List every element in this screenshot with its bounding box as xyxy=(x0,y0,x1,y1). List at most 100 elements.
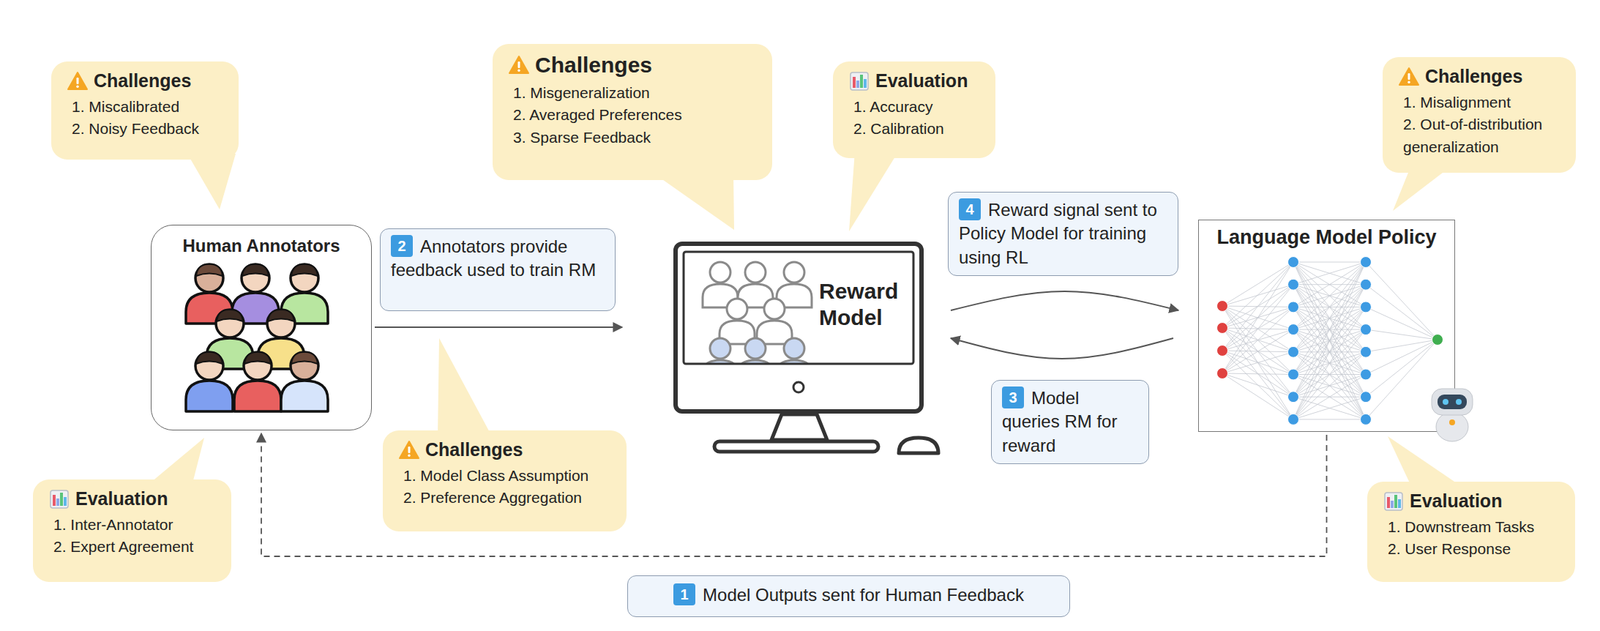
warning-mark xyxy=(518,61,521,69)
callout-tail xyxy=(1387,436,1461,487)
person-outline xyxy=(776,338,812,364)
list-item: 2. Preference Aggregation xyxy=(398,486,614,509)
list-item: 1. Miscalibrated xyxy=(67,95,226,118)
network-unit xyxy=(1217,345,1229,357)
chart-bar xyxy=(63,496,67,506)
chart-bar xyxy=(60,492,63,506)
callout-tails xyxy=(146,150,1461,487)
person-outline xyxy=(719,298,755,345)
chart-icon xyxy=(49,488,70,510)
network-unit xyxy=(1217,322,1229,334)
monitor-stand xyxy=(714,414,939,454)
person-hair xyxy=(244,352,271,364)
person-icon xyxy=(234,352,282,412)
network-unit xyxy=(1288,256,1300,268)
chart-bar xyxy=(1390,500,1394,508)
callout-heading: Evaluation xyxy=(1409,490,1502,512)
annotator-group-box: Human Annotators xyxy=(150,224,372,431)
network-unit xyxy=(1217,300,1229,312)
network-unit xyxy=(1360,324,1372,336)
list-item: 3. Sparse Feedback xyxy=(508,126,760,149)
list-item: 1. Downstream Tasks xyxy=(1383,516,1562,538)
warning-triangle xyxy=(1399,68,1419,85)
person-hair xyxy=(196,352,223,364)
flow-arrow xyxy=(950,338,1174,359)
chart-icon xyxy=(1383,491,1404,512)
list-item: 2. Averaged Preferences xyxy=(508,103,760,126)
list-item: 2. Out-of-distribution generalization xyxy=(1398,113,1563,159)
chart-bar xyxy=(863,79,867,88)
person-outline xyxy=(737,338,773,364)
person-head xyxy=(290,352,319,380)
chart-bar xyxy=(52,494,56,506)
network-unit xyxy=(1288,368,1300,380)
warning-icon xyxy=(67,70,88,92)
list-item: 1. Inter-Annotator xyxy=(49,513,219,536)
step-description: Model Outputs sent for Human Feedback xyxy=(702,584,1024,605)
chart-bar xyxy=(1394,494,1398,508)
list-item: 2. Expert Agreement xyxy=(49,535,219,558)
callout-heading: Challenges xyxy=(93,70,192,92)
challenges-callout: Challenges 1. Miscalibrated2. Noisy Feedb… xyxy=(51,61,239,160)
callout-heading-row: Challenges xyxy=(398,439,614,461)
callout-heading-row: Challenges xyxy=(67,70,226,92)
person-body xyxy=(185,380,233,412)
warning-mark xyxy=(1408,73,1411,80)
person-body xyxy=(281,380,328,412)
person-hair xyxy=(267,309,295,322)
callout-heading: Challenges xyxy=(535,52,653,78)
list-item: 1. Misgeneralization xyxy=(508,81,760,104)
network-unit xyxy=(1360,413,1372,425)
step-label: 3Model queries RM for reward xyxy=(991,379,1150,465)
network-illustration xyxy=(1198,220,1454,431)
annotator-illustration xyxy=(151,225,369,432)
chart-bar xyxy=(852,76,856,88)
flow-arrow xyxy=(950,291,1179,311)
network-unit xyxy=(1360,346,1372,358)
person-hair xyxy=(196,264,223,276)
warning-icon xyxy=(398,439,420,461)
list-item: 2. Calibration xyxy=(849,117,983,140)
chart-bar xyxy=(860,74,863,88)
challenges-callout: Challenges1. Misalignment2. Out-of-distr… xyxy=(1382,57,1576,173)
chart-bar xyxy=(1397,499,1401,508)
chart-bar xyxy=(856,80,860,88)
step-label: 1 Model Outputs sent for Human Feedback xyxy=(627,575,1071,618)
step-label: 4Reward signal sent to Policy Model for … xyxy=(947,191,1179,276)
person-hair xyxy=(216,309,244,322)
warning-triangle xyxy=(399,441,419,459)
step-number: 4 xyxy=(958,198,981,221)
screen-people xyxy=(702,262,812,364)
box-title: Language Model Policy xyxy=(1198,220,1455,249)
warning-mark xyxy=(408,446,411,454)
box-title: Human Annotators xyxy=(151,225,372,257)
power-button xyxy=(793,382,804,393)
reward-model-monitor: Reward Model xyxy=(673,241,924,414)
list-item: 2. Noisy Feedback xyxy=(67,117,226,140)
chart-frame xyxy=(850,72,869,91)
list-item: 1. Model Class Assumption xyxy=(398,464,614,487)
network-unit xyxy=(1288,391,1300,403)
challenges-callout: Challenges 1. Misgeneralization2. Average… xyxy=(492,43,773,181)
person-head xyxy=(243,352,272,380)
network-links xyxy=(1222,262,1438,420)
step-description: Annotators provide feedback used to trai… xyxy=(390,236,596,280)
person-head xyxy=(290,264,319,293)
flow-arrow xyxy=(374,326,623,328)
monitor-illustration xyxy=(677,245,920,410)
person-outline xyxy=(756,298,792,345)
network-unit xyxy=(1360,391,1372,403)
callout-heading-row: Evaluation xyxy=(49,488,219,510)
warning-mark xyxy=(76,77,80,85)
person-head xyxy=(267,309,295,338)
person-body xyxy=(234,380,282,412)
callout-heading: Evaluation xyxy=(875,70,968,92)
warning-triangle xyxy=(68,72,88,90)
person-icon xyxy=(185,352,233,412)
policy-model-box: Language Model Policy xyxy=(1198,219,1456,432)
list-item: 2. User Response xyxy=(1383,537,1562,560)
step-number: 1 xyxy=(673,583,696,606)
network-unit xyxy=(1288,413,1300,425)
step-number: 3 xyxy=(1002,386,1024,409)
person-hair xyxy=(242,264,269,276)
